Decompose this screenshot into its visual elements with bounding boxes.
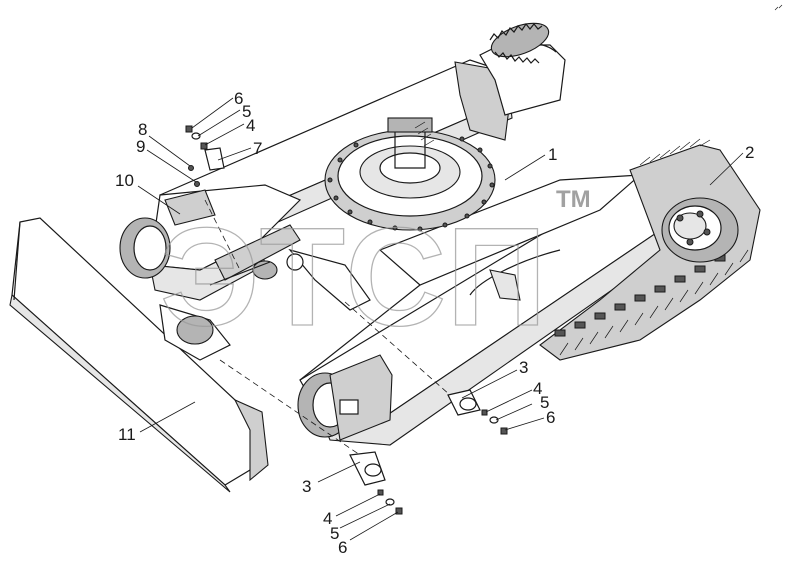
final-drive	[661, 197, 739, 263]
corner-mark	[774, 4, 783, 11]
upper-drive-sprocket	[489, 22, 550, 64]
callout-labels: 1 2 3 3 4 5 6 4 5 6 6 5 4 7 8 9 10 11	[115, 89, 754, 557]
callout-2: 2	[745, 143, 754, 162]
callout-5-left: 5	[242, 102, 251, 121]
front-frame-end	[297, 354, 393, 441]
callout-3-right: 3	[519, 358, 528, 377]
callout-5-right: 5	[540, 393, 549, 412]
callout-4-bottom: 4	[323, 509, 332, 528]
pin-group-right	[447, 389, 508, 435]
leader-lines	[137, 97, 744, 541]
callout-4-left: 4	[246, 116, 255, 135]
pin-group-left	[185, 125, 225, 187]
callout-7: 7	[253, 139, 262, 158]
callout-3-bottom: 3	[302, 477, 311, 496]
callout-9: 9	[136, 137, 145, 156]
callout-6-right: 6	[546, 408, 555, 427]
callout-1: 1	[548, 145, 557, 164]
callout-4-right: 4	[533, 379, 542, 398]
assembly-lines	[204, 199, 451, 456]
watermark: ЭТСП ТМ	[159, 186, 591, 356]
callout-10: 10	[115, 171, 134, 190]
callout-8: 8	[138, 120, 147, 139]
callout-6-bottom: 6	[338, 538, 347, 557]
slewing-ring	[324, 117, 496, 232]
callout-5-bottom: 5	[330, 524, 339, 543]
blade-cylinder	[209, 224, 521, 311]
dozer-blade	[9, 217, 269, 493]
callout-6-left: 6	[234, 89, 243, 108]
pin-group-bottom	[349, 451, 403, 515]
callout-11: 11	[118, 425, 136, 444]
watermark-logo: ЭТСП	[160, 198, 547, 355]
watermark-trademark: ТМ	[556, 186, 591, 213]
